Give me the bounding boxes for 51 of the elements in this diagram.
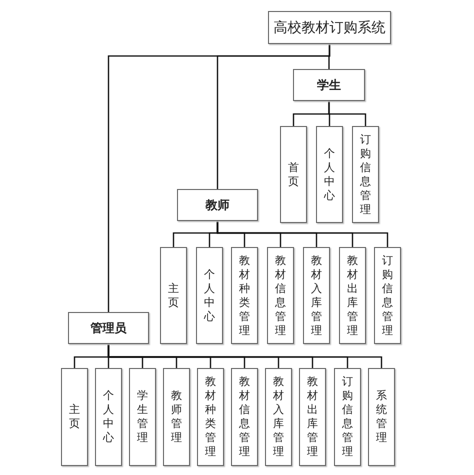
box-label: 个人中心 (102, 389, 114, 445)
box-label: 个人中心 (204, 268, 216, 324)
box-label: 订购信息管理 (342, 375, 354, 459)
box-label: 学生 (317, 76, 341, 94)
module-box (334, 368, 361, 466)
box-label: 主页 (68, 403, 80, 431)
box-label: 教材出库管理 (306, 375, 318, 459)
module-box (231, 247, 258, 344)
box-label: 教材出库管理 (346, 254, 358, 338)
box-label: 教材入库管理 (272, 375, 284, 459)
role-box (68, 312, 149, 344)
module-box (352, 126, 379, 223)
box-label: 管理员 (90, 320, 126, 336)
box-label: 教师管理 (170, 389, 182, 445)
box-label: 教材种类管理 (238, 254, 250, 338)
module-box (303, 247, 330, 344)
box-label: 学生管理 (136, 389, 148, 445)
box-label: 首页 (288, 160, 300, 188)
box-label: 主页 (168, 282, 180, 310)
module-box (163, 368, 190, 466)
module-box (196, 247, 223, 344)
role-box (177, 189, 258, 221)
title-box (268, 11, 391, 44)
box-label: 高校教材订购系统 (274, 18, 386, 36)
module-box (374, 247, 401, 344)
connector-line (216, 221, 388, 247)
module-box (61, 368, 88, 466)
connector-line (328, 101, 366, 126)
module-box (368, 368, 395, 466)
module-box (267, 247, 294, 344)
box-label: 个人中心 (324, 146, 336, 202)
box-label: 教材信息管理 (238, 375, 250, 459)
module-box (95, 368, 122, 466)
box-label: 教材种类管理 (204, 375, 216, 459)
connector-line (108, 44, 330, 312)
module-box (265, 368, 292, 466)
module-box (339, 247, 366, 344)
role-box (293, 69, 365, 101)
box-label: 系统管理 (376, 389, 388, 445)
module-box (129, 368, 156, 466)
module-box (197, 368, 224, 466)
module-box (280, 126, 307, 223)
module-box (160, 247, 187, 344)
box-label: 订购信息管理 (382, 254, 394, 338)
module-box (299, 368, 326, 466)
box-label: 订购信息管理 (360, 132, 372, 216)
box-label: 教材信息管理 (274, 254, 286, 338)
module-box (316, 126, 343, 223)
module-box (231, 368, 258, 466)
box-label: 教材入库管理 (310, 254, 322, 338)
box-label: 教师 (206, 196, 230, 214)
